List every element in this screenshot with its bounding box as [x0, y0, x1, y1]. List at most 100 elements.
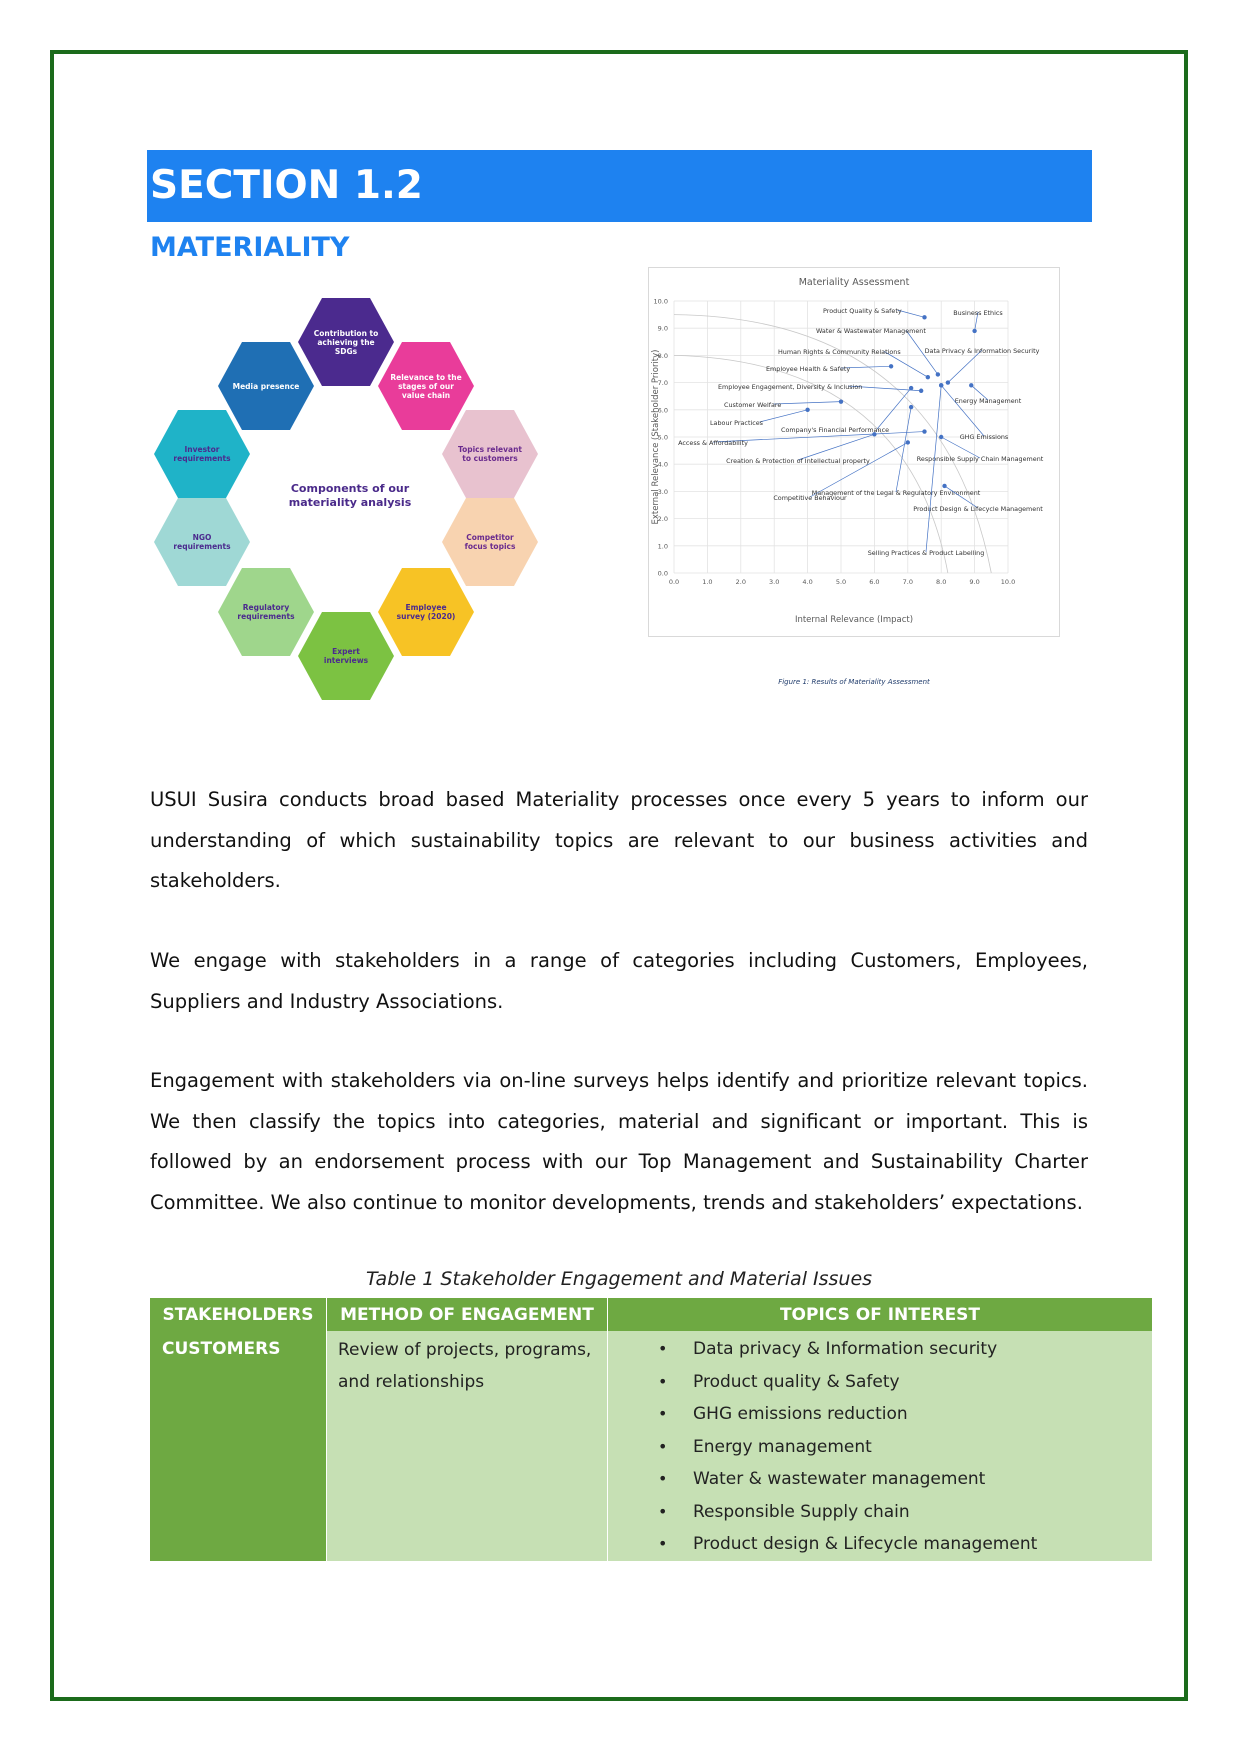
leader-line: [897, 309, 925, 318]
leader-line: [759, 409, 808, 423]
y-tick-label: 5.0: [658, 434, 668, 442]
paragraph: USUI Susira conducts broad based Materia…: [150, 788, 1088, 892]
x-tick-label: 10.0: [1001, 578, 1015, 586]
x-tick-label: 1.0: [702, 578, 712, 586]
chart-title: Materiality Assessment: [799, 277, 910, 288]
x-tick-label: 9.0: [969, 578, 979, 586]
hex-component: Media presence: [218, 342, 314, 430]
leader-line: [925, 385, 942, 553]
table-row: CUSTOMERS Review of projects, programs, …: [150, 1331, 1153, 1561]
point-label: Product Design & Lifecycle Management: [913, 505, 1043, 513]
topics-list: Data privacy & Information security Prod…: [608, 1333, 1152, 1561]
y-tick-label: 2.0: [658, 515, 668, 523]
point-label: Energy Management: [955, 397, 1022, 405]
data-point: [908, 404, 914, 410]
leader-line: [895, 407, 912, 493]
leader-line: [941, 436, 981, 459]
x-tick-label: 4.0: [802, 578, 812, 586]
point-label: Customer Welfare: [724, 401, 781, 409]
y-tick-label: 4.0: [658, 461, 668, 469]
point-label: Business Ethics: [953, 309, 1003, 317]
figure-caption: Figure 1: Results of Materiality Assessm…: [778, 678, 930, 686]
point-label: Employee Health & Safety: [766, 365, 850, 373]
point-label: Competitive Behaviour: [773, 494, 847, 502]
hex-component: Topics relevant to customers: [442, 410, 538, 498]
data-point: [838, 399, 844, 404]
point-label: Human Rights & Community Relations: [778, 348, 901, 356]
leader-line: [974, 311, 979, 331]
data-point: [905, 440, 910, 445]
point-label: Creation & Protection of Intellectual pr…: [726, 457, 870, 465]
x-axis-label: Internal Relevance (Impact): [795, 615, 913, 625]
list-item: GHG emissions reduction: [608, 1398, 1152, 1431]
hex-component: Regulatory requirements: [218, 568, 314, 656]
paragraph: Engagement with stakeholders via on-line…: [150, 1069, 1088, 1214]
data-point: [888, 364, 894, 369]
data-point: [972, 328, 977, 334]
leader-line: [905, 329, 939, 375]
data-point: [922, 429, 927, 434]
table-header-row: STAKEHOLDERS METHOD OF ENGAGEMENT TOPICS…: [150, 1298, 1153, 1331]
data-point: [805, 407, 810, 412]
column-header: METHOD OF ENGAGEMENT: [326, 1298, 608, 1331]
components-diagram: Contribution to achieving the SDGs Relev…: [150, 292, 550, 712]
x-tick-label: 5.0: [836, 578, 846, 586]
y-tick-label: 9.0: [658, 325, 668, 333]
leader-line: [883, 350, 929, 378]
data-point: [939, 383, 944, 388]
x-tick-label: 8.0: [936, 578, 946, 586]
list-item: Product quality & Safety: [608, 1366, 1152, 1399]
point-label: Management of the Legal & Regulatory Env…: [812, 489, 981, 497]
y-tick-label: 7.0: [658, 379, 668, 387]
list-item: Energy management: [608, 1431, 1152, 1464]
data-point: [939, 434, 944, 440]
y-tick-label: 1.0: [658, 542, 668, 550]
list-item: Responsible Supply chain: [608, 1496, 1152, 1529]
point-label: Product Quality & Safety: [823, 307, 902, 315]
data-point: [872, 432, 877, 437]
data-point: [969, 383, 974, 388]
data-point: [922, 315, 927, 320]
list-item: Data privacy & Information security: [608, 1333, 1152, 1366]
point-label: Water & Wastewater Management: [816, 327, 926, 335]
point-label: Company's Financial Performance: [781, 426, 889, 434]
table-caption: Table 1 Stakeholder Engagement and Mater…: [365, 1268, 873, 1290]
leader-line: [876, 387, 912, 430]
y-tick-label: 10.0: [654, 298, 668, 306]
method-cell: Review of projects, programs, and relati…: [326, 1331, 608, 1561]
point-label: Employee Engagement, Diversity & Inclusi…: [718, 383, 862, 391]
column-header: STAKEHOLDERS: [150, 1298, 327, 1331]
leader-line: [944, 485, 979, 509]
point-label: Selling Practices & Product Labelling: [868, 549, 985, 557]
leader-line: [712, 431, 925, 443]
point-label: Data Privacy & Information Security: [925, 347, 1040, 355]
leader-line: [848, 385, 922, 392]
section-banner: SECTION 1.2: [147, 150, 1092, 222]
hex-component: Employee survey (2020): [378, 568, 474, 656]
leader-line: [797, 433, 875, 461]
leader-line: [773, 401, 842, 405]
data-point: [918, 388, 924, 393]
section-subtitle: MATERIALITY: [150, 232, 350, 263]
leader-line: [840, 365, 892, 369]
list-item: Water & wastewater management: [608, 1463, 1152, 1496]
column-header: TOPICS OF INTEREST: [607, 1298, 1153, 1331]
x-tick-label: 7.0: [903, 578, 913, 586]
x-tick-label: 6.0: [869, 578, 879, 586]
leader-line: [971, 385, 989, 401]
hex-component: Expert interviews: [298, 612, 394, 700]
data-point: [908, 385, 914, 391]
hex-component: Contribution to achieving the SDGs: [298, 298, 394, 386]
x-tick-label: 0.0: [669, 578, 679, 586]
paragraph: We engage with stakeholders in a range o…: [150, 949, 1088, 1013]
point-label: GHG Emissions: [960, 433, 1009, 441]
y-tick-label: 8.0: [658, 352, 668, 360]
list-item: Product design & Lifecycle management: [608, 1528, 1152, 1561]
leader-line: [809, 442, 908, 498]
diagram-center-label: Components of our materiality analysis: [288, 482, 412, 509]
hex-component: Relevance to the stages of our value cha…: [378, 342, 474, 430]
section-title: SECTION 1.2: [150, 163, 423, 208]
y-axis-label: External Relevance (Stakeholder Priority…: [651, 350, 661, 525]
y-tick-label: 3.0: [658, 488, 668, 496]
stakeholder-table: STAKEHOLDERS METHOD OF ENGAGEMENT TOPICS…: [150, 1298, 1153, 1561]
